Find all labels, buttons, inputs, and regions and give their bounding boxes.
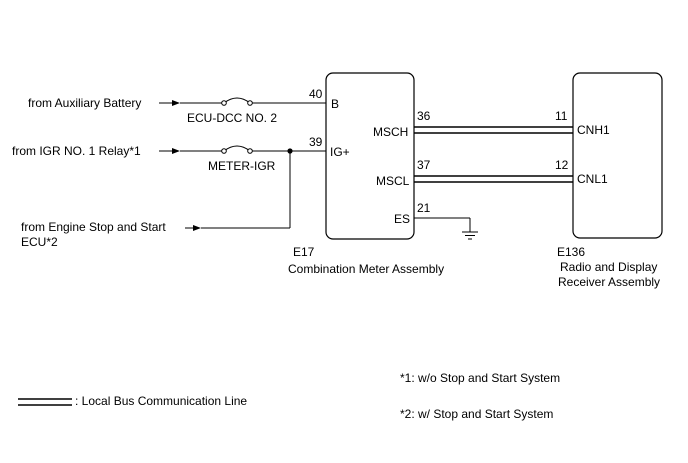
- meter-code: E17: [293, 245, 315, 259]
- combination-meter-box: [325, 72, 415, 240]
- pin-11-number: 11: [555, 109, 568, 123]
- pin-12-number: 12: [555, 158, 569, 172]
- fuse-meter-igr-symbol: [223, 145, 251, 152]
- fuse-ecu-dcc-label: ECU-DCC NO. 2: [187, 111, 277, 125]
- source-aux-battery-label: from Auxiliary Battery: [28, 96, 141, 110]
- source-igr-relay-label: from IGR NO. 1 Relay*1: [12, 144, 141, 158]
- pin-mscl-label: MSCL: [376, 174, 410, 188]
- note-1: *1: w/o Stop and Start System: [400, 371, 560, 385]
- pin-37-number: 37: [417, 158, 431, 172]
- ground-symbol: [414, 217, 478, 240]
- radio-code: E136: [557, 245, 585, 259]
- meter-name: Combination Meter Assembly: [288, 262, 444, 276]
- legend-bus-label: : Local Bus Communication Line: [75, 394, 247, 408]
- note-2: *2: w/ Stop and Start System: [400, 407, 553, 421]
- source-engine-ecu-label-line2: ECU*2: [21, 235, 58, 249]
- pin-cnh1-label: CNH1: [577, 123, 610, 137]
- arrow-igr-relay: [159, 148, 180, 154]
- arrow-engine-ecu: [185, 225, 201, 231]
- pin-cnl1-label: CNL1: [577, 172, 608, 186]
- pin-21-number: 21: [417, 201, 431, 215]
- radio-name-line2: Receiver Assembly: [558, 275, 660, 289]
- wire-aux-battery-to-b: [180, 97, 326, 106]
- bus-line-mscl-cnl1: [414, 175, 573, 183]
- radio-name-line1: Radio and Display: [560, 260, 657, 274]
- pin-b-label: B: [331, 97, 339, 111]
- pin-msch-label: MSCH: [373, 125, 408, 139]
- wire-engine-ecu-to-junction: [201, 151, 291, 229]
- source-engine-ecu-label-line1: from Engine Stop and Start: [21, 220, 166, 234]
- pin-39-number: 39: [309, 135, 323, 149]
- fuse-ecu-dcc-symbol: [223, 97, 251, 104]
- pin-es-label: ES: [394, 212, 410, 226]
- pin-36-number: 36: [417, 109, 431, 123]
- pin-ig-label: IG+: [330, 145, 350, 159]
- radio-receiver-box: [572, 72, 663, 239]
- pin-40-number: 40: [309, 87, 323, 101]
- bus-line-msch-cnh1: [414, 126, 573, 134]
- wire-igr-relay-to-ig: [180, 145, 326, 154]
- legend-bus-symbol: [18, 398, 72, 406]
- fuse-meter-igr-label: METER-IGR: [208, 159, 276, 173]
- arrow-aux-battery: [159, 100, 180, 106]
